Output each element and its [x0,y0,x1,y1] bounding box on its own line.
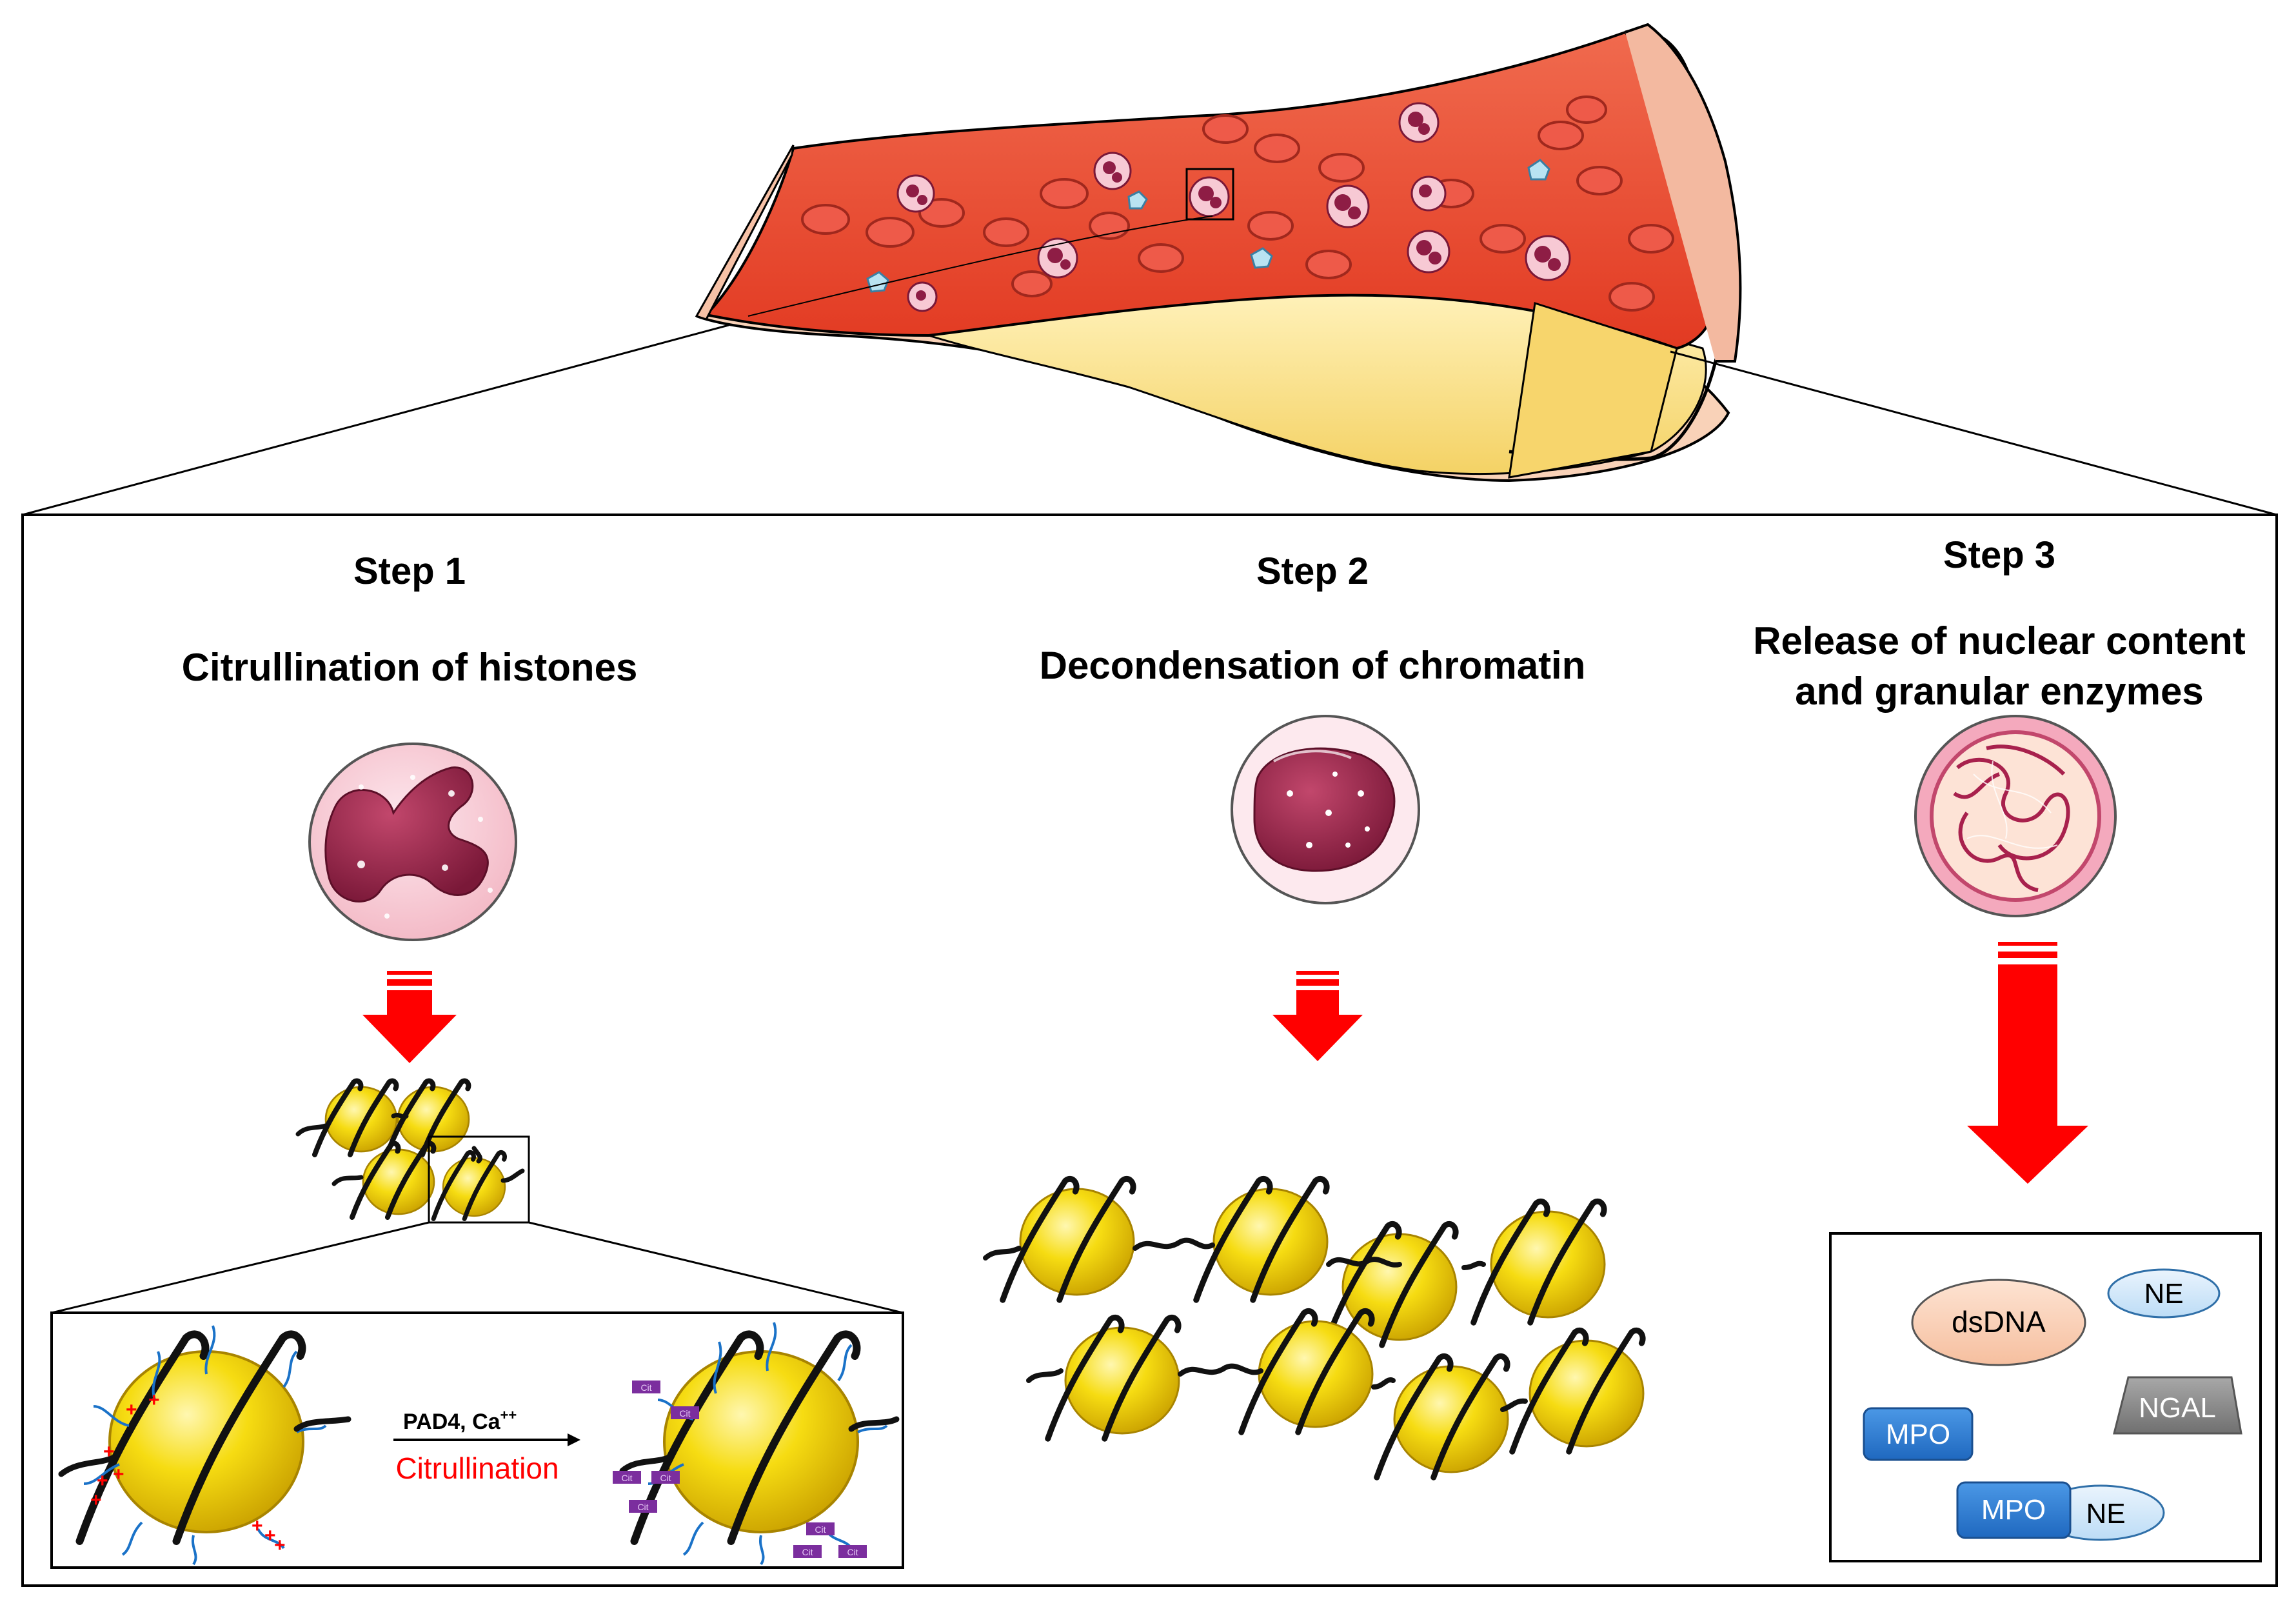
inset-linker-dna [58,1416,900,1477]
nucleosome-layer [75,1078,1646,1545]
nucleosome-icon [431,1150,507,1221]
citrulline-tag-label: Cit [802,1547,813,1557]
netosis-cell-icon [1914,715,2117,917]
citrulline-tag-label: Cit [660,1473,671,1483]
step-2-title: Decondensation of chromatin [1040,644,1586,687]
step-3-title-line-2: and granular enzymes [1795,670,2204,713]
svg-text:+: + [252,1515,263,1537]
decondensing-cell-icon [1231,715,1420,904]
citrulline-tag-label: Cit [679,1408,690,1419]
ne-shape-1 [2107,1268,2221,1319]
neutrophil-cell-icon [308,743,517,941]
citrulline-tag: Cit [793,1545,822,1558]
dsdna-shape [1911,1279,2086,1366]
citrulline-tag-label: Cit [815,1524,826,1535]
ion-charge: ++ [500,1407,517,1423]
mpo-shape-2 [1956,1481,2072,1539]
linker-dna [295,1113,525,1186]
nucleosome-icon [1193,1175,1330,1303]
nucleosome-icon [1000,1175,1136,1303]
step-2-linker-dna [983,1237,1528,1412]
nucleosome-icon [1470,1198,1607,1326]
citrulline-tag: Cit [806,1522,835,1535]
citrulline-tag-label: Cit [847,1547,858,1557]
ne-label-1: NE [2144,1278,2183,1310]
down-arrow-icon [1967,942,2088,1184]
products-box [1829,1232,2262,1562]
nucleosome-icon [349,1141,437,1220]
svg-text:+: + [113,1464,124,1485]
mpo-label-2: MPO [1981,1494,2046,1526]
zoom-line-inset-left [51,1221,430,1314]
step-3-title-line-1: Release of nuclear content [1753,619,2246,663]
main-panel [21,513,2278,1587]
reaction-condition: PAD4, Ca++ [403,1407,517,1434]
citrulline-tag-label: Cit [637,1502,648,1512]
down-arrow-icon [1272,971,1363,1061]
nucleosome-icon [1509,1327,1646,1455]
svg-text:+: + [126,1399,137,1421]
zoom-inset-marker [428,1135,530,1224]
reaction-arrowhead [568,1433,580,1446]
nucleosome-icon [1045,1314,1182,1442]
dsdna-label: dsDNA [1952,1305,2046,1339]
svg-text:+: + [97,1470,108,1491]
mpo-shape-1 [1863,1407,1974,1461]
svg-text:+: + [103,1441,115,1462]
enzyme-label: PAD4, Ca [403,1410,501,1434]
ngal-label: NGAL [2139,1392,2216,1424]
step-1-label: Step 1 [353,550,466,592]
histone-tails-left [83,1325,327,1566]
citrulline-tag: Cit [632,1381,660,1393]
step-2-label: Step 2 [1256,550,1369,592]
citrulline-tag-label: Cit [640,1382,651,1393]
citrulline-tag: Cit [629,1500,657,1513]
step-3-label: Step 3 [1943,534,2055,576]
nucleosome-icon [1374,1353,1510,1480]
nucleosome-icon [630,1330,861,1545]
ne-label-2: NE [2086,1498,2125,1530]
down-arrow-icon [362,971,457,1063]
nucleosome-icon [75,1330,306,1545]
svg-text:+: + [274,1535,286,1556]
zoom-line-left [22,324,729,516]
positive-charge-marks: + + + + + + + + + [90,1390,286,1556]
nucleosome-icon [384,1078,471,1157]
citrullination-inset-panel [50,1311,904,1569]
citrulline-tag: Cit [613,1471,641,1484]
zoom-line-right [1670,350,2277,516]
ngal-shape [2113,1376,2242,1435]
citrulline-tag: Cit [671,1406,699,1419]
citrulline-tag: Cit [651,1471,680,1484]
citrullination-label: Citrullination [395,1451,559,1485]
svg-text:+: + [264,1525,276,1546]
mpo-label-1: MPO [1886,1419,1950,1450]
zoom-line-inset-right [528,1221,904,1314]
citrulline-tag: Cit [838,1545,867,1558]
svg-text:+: + [90,1490,102,1511]
citrulline-tag-label: Cit [621,1473,632,1483]
nucleosome-icon [1322,1221,1459,1348]
svg-text:+: + [148,1390,160,1411]
nucleosome-icon [1238,1308,1375,1435]
step-1-title: Citrullination of histones [182,646,638,689]
nucleosome-icon [312,1078,399,1157]
blood-vessel-illustration [695,23,1742,483]
